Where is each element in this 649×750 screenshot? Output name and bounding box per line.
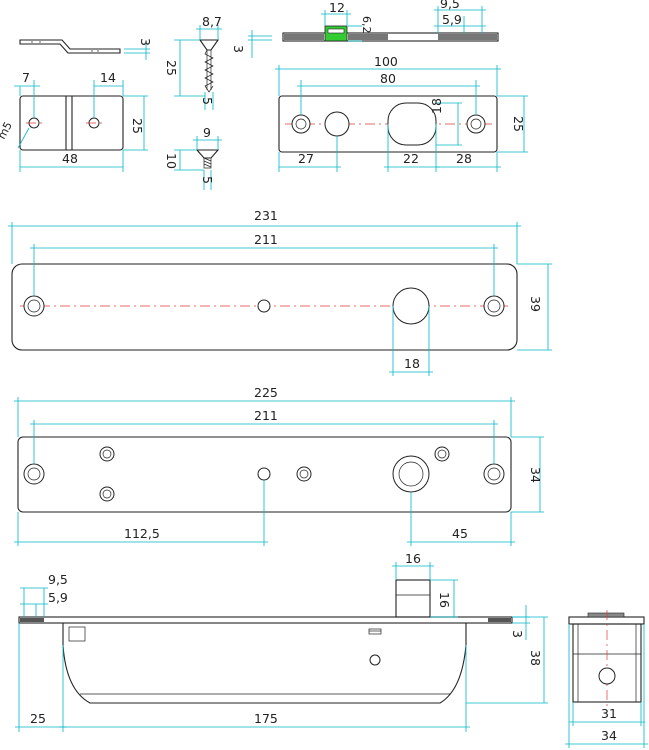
- mid-plate-hole-right: [483, 463, 505, 485]
- screw-short-length-label: 10: [164, 153, 179, 169]
- section-inner-label: 5,9: [442, 12, 462, 27]
- mid-plate-hole-left: [23, 463, 45, 485]
- small-plate-hole-spacing-label: 80: [380, 71, 396, 86]
- section-outer-label: 9,5: [440, 0, 460, 11]
- screw-short-shank-label: 5: [200, 176, 215, 184]
- section-top-view: 3 12 6,2 9,5 5,9: [231, 0, 499, 58]
- lock-left-offset-label: 25: [30, 711, 46, 726]
- lock-inner-label: 5,9: [48, 590, 68, 605]
- long-plate-hole-dia-label: 18: [404, 356, 420, 371]
- small-plate-hole-mid: [324, 111, 350, 137]
- screw-long-length-label: 25: [164, 60, 179, 76]
- bracket-side-view: 3: [19, 38, 153, 60]
- bracket-top-view: 7 14 25 48 m5: [0, 70, 148, 172]
- long-plate-hole-right: [483, 295, 505, 317]
- mid-plate-height-label: 34: [528, 467, 543, 483]
- small-plate-slot-width-label: 22: [403, 151, 419, 166]
- mid-plate-screw-mid: [296, 466, 312, 482]
- small-plate-offset-right-label: 28: [456, 151, 472, 166]
- section-hatch-left: [284, 34, 324, 40]
- lock-end-cap: [568, 616, 645, 625]
- mid-plate-screw-bottom: [99, 486, 115, 502]
- small-plate-hole-left: [291, 114, 311, 134]
- mid-plate-hole-large: [392, 455, 430, 493]
- long-plate-hole-large: [392, 287, 430, 325]
- mid-plate-hole-spacing-label: 211: [254, 408, 278, 423]
- lock-bolt-height-label: 16: [437, 592, 452, 608]
- long-plate-hole-left: [23, 295, 45, 317]
- lock-bolt: [395, 579, 431, 618]
- section-hatch-mid: [348, 34, 388, 40]
- small-plate-length-label: 100: [374, 54, 398, 69]
- bracket-width-label: 48: [62, 151, 78, 166]
- bracket-side-thickness-label: 3: [138, 38, 153, 46]
- section-slot-label: 12: [329, 0, 345, 15]
- mid-plate-right-offset-label: 45: [452, 526, 468, 541]
- lock-body-height-label: 38: [528, 650, 543, 666]
- mid-plate-hole-center: [257, 467, 271, 481]
- lock-body-end-view: 31 34: [565, 610, 648, 748]
- mid-plate-screw-right: [434, 446, 450, 462]
- small-plate-hole-right: [466, 114, 486, 134]
- lock-bolt-width-label: 16: [405, 551, 421, 566]
- long-plate-hole-spacing-label: 211: [254, 232, 278, 247]
- screw-long-shank-label: 5: [200, 97, 215, 105]
- lock-body-length-label: 175: [254, 711, 278, 726]
- lock-end-outer-width-label: 34: [601, 728, 617, 743]
- lock-case: [62, 622, 467, 704]
- section-thickness-label: 3: [231, 45, 246, 53]
- small-plate-offset-left-label: 27: [298, 151, 314, 166]
- bracket-height-label: 25: [130, 118, 145, 134]
- small-plate-view: 100 80 18 25 27 22 28: [275, 54, 528, 172]
- long-plate-height-label: 39: [528, 296, 543, 312]
- mid-plate-view: 225 211 34 112,5 45: [14, 385, 544, 546]
- section-slot-depth-label: 6,2: [360, 16, 373, 34]
- lock-end-hole: [598, 667, 616, 685]
- lock-outer-label: 9,5: [48, 572, 68, 587]
- bracket-hole-spacing-label: 14: [100, 70, 116, 85]
- section-hatch-right: [438, 34, 497, 40]
- long-plate-hole-center: [257, 299, 271, 313]
- small-plate-height-label: 25: [511, 116, 526, 132]
- bracket-hole-offset-label: 7: [22, 70, 30, 85]
- long-plate-view: 231 211 39 18: [8, 208, 552, 376]
- screw-short-view: 9 10 5: [164, 125, 222, 190]
- mid-plate-length-label: 225: [254, 385, 278, 400]
- lock-case-hole: [369, 654, 381, 666]
- screw-long-head-label: 8,7: [202, 14, 222, 29]
- screw-short-head-label: 9: [203, 125, 211, 140]
- bracket-thread-label: m5: [0, 120, 15, 142]
- section-green-slot: [324, 25, 348, 42]
- lock-end-inner-width-label: 31: [601, 706, 617, 721]
- mid-plate-screw-top: [99, 446, 115, 462]
- lock-plate-thickness-label: 3: [510, 630, 525, 638]
- mid-plate-center-offset-label: 112,5: [124, 526, 160, 541]
- small-plate-slot-height-label: 18: [429, 98, 444, 114]
- screw-long-view: 8,7 25 5: [164, 14, 222, 110]
- long-plate-length-label: 231: [254, 208, 278, 223]
- lock-body-side-view: 9,5 5,9 16 16 3 38 25 175: [15, 551, 548, 732]
- lock-faceplate: [18, 616, 513, 624]
